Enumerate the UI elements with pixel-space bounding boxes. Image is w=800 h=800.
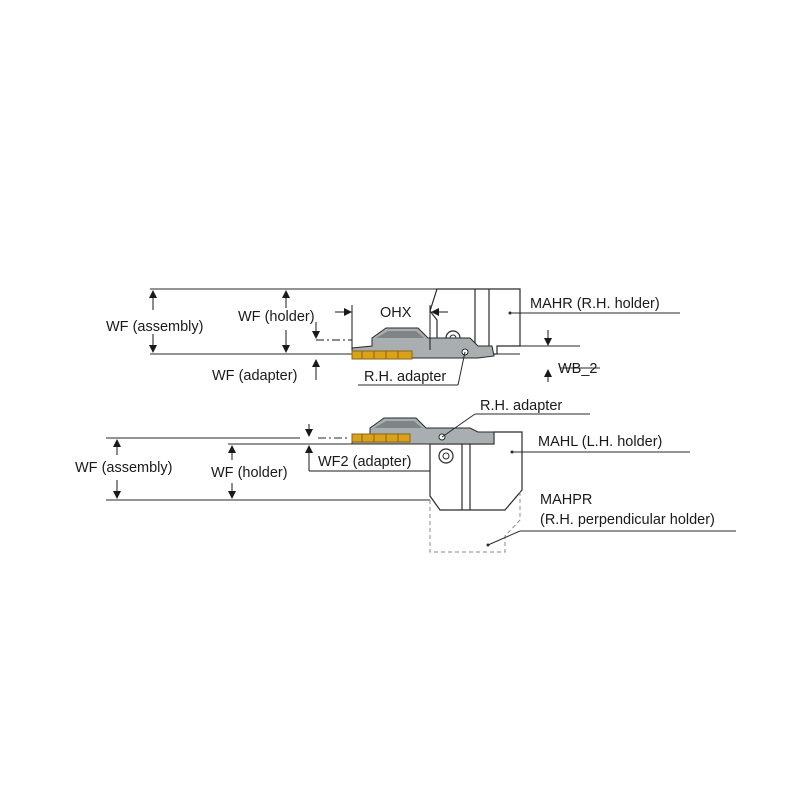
mahpr-holder-dashed [429, 490, 521, 553]
insert-blade-top [351, 350, 413, 360]
label-wf-adapter-top: WF (adapter) [212, 368, 297, 384]
holder-screw-bottom [438, 448, 454, 464]
dim-ohx [335, 305, 448, 350]
dim-wf-adapter-top [312, 339, 352, 380]
label-wf-assembly-bottom: WF (assembly) [75, 460, 172, 476]
dim-wf-holder-top [282, 290, 320, 353]
label-wf-holder-bottom: WF (holder) [211, 465, 288, 481]
label-wb2: WB_2 [558, 361, 598, 377]
bottom-leaders [441, 413, 736, 546]
label-mahpr-sub: (R.H. perpendicular holder) [540, 512, 715, 528]
label-rh-adapter-top: R.H. adapter [364, 369, 446, 385]
label-ohx: OHX [380, 305, 412, 321]
insert-blade-bottom [351, 433, 411, 443]
label-mahr: MAHR (R.H. holder) [530, 296, 660, 312]
label-wf-holder-top: WF (holder) [238, 309, 315, 325]
top-view: WF (assembly) WF (holder) OHX MAHR (R.H.… [106, 288, 680, 386]
label-mahl: MAHL (L.H. holder) [538, 434, 662, 450]
bottom-view: R.H. adapter MAHL (L.H. holder) WF (asse… [75, 398, 736, 553]
dim-wf2-adapter [305, 424, 430, 472]
top-leaders [358, 312, 680, 386]
label-rh-adapter-bottom: R.H. adapter [480, 398, 562, 414]
label-wf-assembly-top: WF (assembly) [106, 319, 203, 335]
label-wf2-adapter: WF2 (adapter) [318, 454, 411, 470]
label-mahpr: MAHPR [540, 492, 592, 508]
